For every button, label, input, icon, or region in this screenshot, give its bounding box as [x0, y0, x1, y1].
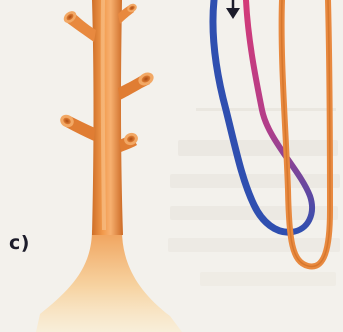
duct-branch-top-left — [61, 9, 96, 42]
down-arrow-icon — [226, 0, 240, 19]
duct-trunk — [92, 0, 123, 235]
loop-of-henle — [213, 0, 330, 267]
duct-branch-lower-left — [58, 112, 95, 141]
duct-branch-middle-right — [118, 70, 156, 100]
duct-base — [36, 230, 182, 332]
panel-label: c) — [9, 232, 30, 254]
collecting-duct — [36, 0, 182, 332]
duct-highlight — [103, 0, 104, 230]
duct-branch-lower-right — [119, 131, 140, 152]
